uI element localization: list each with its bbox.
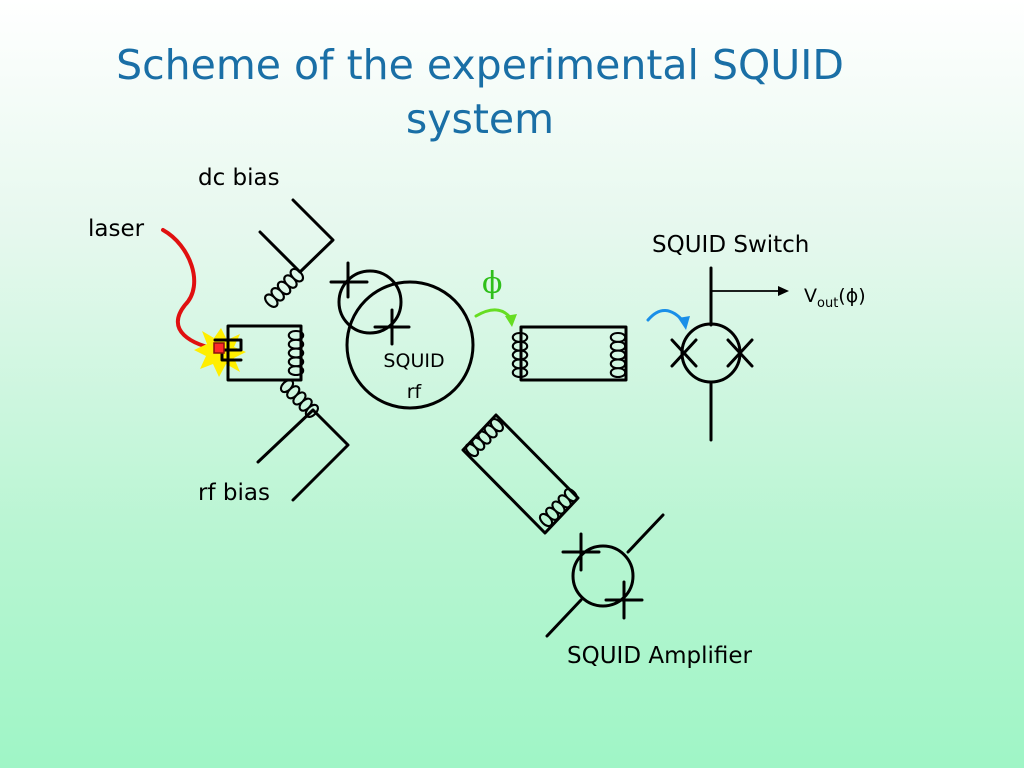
switch-flux-arrow (646, 309, 690, 330)
vout-argument: (ϕ) (838, 285, 865, 307)
dc-bias-coil (258, 198, 335, 311)
laser-fiber (161, 228, 224, 352)
squid-switch-label: SQUID Switch (652, 232, 809, 258)
left-coupling-coil (213, 324, 305, 382)
right-coupling-coil (511, 325, 628, 382)
vout-arrow (711, 286, 789, 296)
vout-subscript: out (817, 296, 838, 311)
squid-amplifier (545, 513, 665, 638)
amplifier-coupling-coil (461, 413, 581, 535)
vout-label: Vout(ϕ) (804, 285, 866, 311)
vout-main: V (804, 285, 817, 307)
slide-title: Scheme of the experimental SQUID system (116, 41, 844, 143)
squid-rf-label-line2: rf (407, 381, 423, 403)
squid-switch (670, 266, 754, 442)
squid-amplifier-label: SQUID Amplifier (567, 643, 752, 669)
squid-rf-loop (329, 261, 475, 410)
dc-bias-label: dc bias (198, 165, 280, 191)
laser-label: laser (88, 216, 145, 242)
squid-rf-label-line1: SQUID (383, 350, 444, 372)
rf-bias-label: rf bias (198, 480, 270, 506)
phi-flux-arrow (474, 308, 517, 327)
rf-bias-coil (256, 376, 350, 502)
phi-label: ϕ (482, 266, 502, 301)
